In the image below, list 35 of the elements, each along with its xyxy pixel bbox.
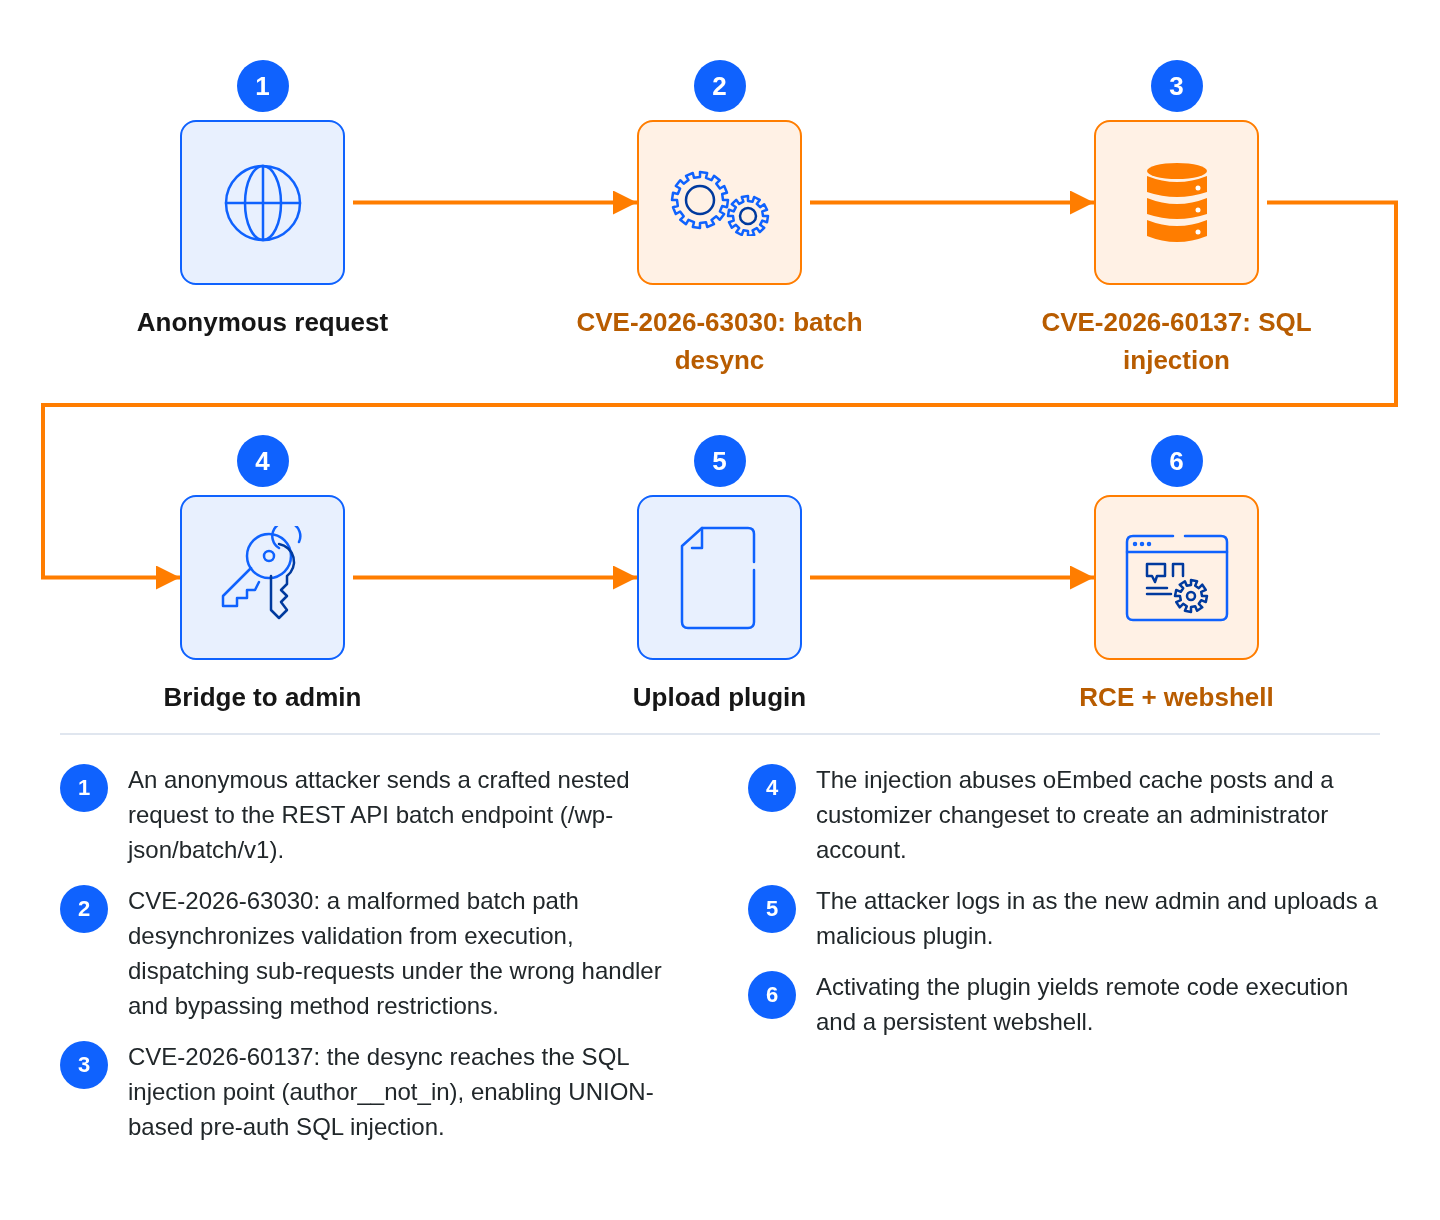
step-number-badge: 2	[60, 885, 108, 933]
step-title: Upload plugin	[631, 681, 808, 714]
step-number-badge: 5	[748, 885, 796, 933]
step-number-badge: 1	[60, 764, 108, 812]
step-box	[1094, 495, 1259, 660]
flow-arrow	[810, 190, 1094, 215]
flow-arrow	[353, 565, 637, 590]
step-title: Bridge to admin	[162, 681, 363, 714]
step-description: An anonymous attacker sends a crafted nested request to the REST API batch endpoint (/wp-json/batch/v1).	[128, 765, 631, 865]
step-title: CVE-2026-60137: SQL injection	[1040, 306, 1313, 377]
step-number-badge: 6	[748, 971, 796, 1019]
flow-arrow	[41, 200, 1398, 590]
step-description: The injection abuses oEmbed cache posts and a customizer changeset to create an administrator account.	[816, 765, 1335, 865]
step-title: RCE + webshell	[1078, 681, 1275, 714]
step-number-badge: 3	[60, 1041, 108, 1089]
step-number-badge: 3	[1150, 60, 1203, 112]
step-box	[180, 120, 345, 285]
step-box	[637, 495, 802, 660]
step-number-badge: 2	[693, 60, 746, 112]
step-description: CVE-2026-60137: the desync reaches the SQL injection point (author__not_in), enabling UNION-based pre-auth SQL injection.	[128, 1042, 655, 1142]
step-number-badge: 4	[236, 435, 289, 487]
flow-arrow	[353, 190, 637, 215]
step-box	[637, 120, 802, 285]
step-box	[1094, 120, 1259, 285]
step-number-badge: 5	[693, 435, 746, 487]
step-box	[180, 495, 345, 660]
step-title: CVE-2026-63030: batch desync	[575, 306, 864, 377]
flow-arrow	[810, 565, 1094, 590]
step-description: Activating the plugin yields remote code execution and a persistent webshell.	[816, 972, 1350, 1037]
step-description: CVE-2026-63030: a malformed batch path desynchronizes validation from execution, dispatching sub-requests under the wrong handler and bypassing method restrictions.	[128, 886, 663, 1021]
step-number-badge: 4	[748, 764, 796, 812]
step-description: The attacker logs in as the new admin and uploads a malicious plugin.	[816, 886, 1378, 951]
step-number-badge: 6	[1150, 435, 1203, 487]
step-title: Anonymous request	[135, 306, 390, 339]
step-number-badge: 1	[236, 60, 289, 112]
